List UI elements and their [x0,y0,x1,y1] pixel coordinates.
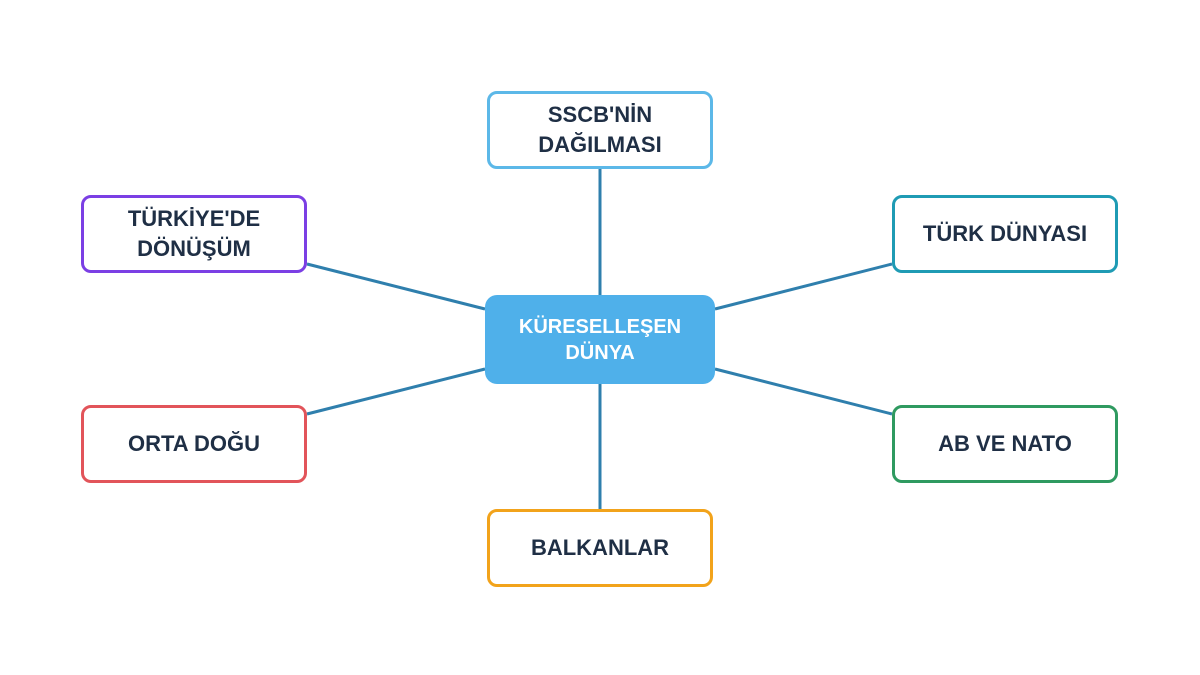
node-orta-dogu[interactable]: ORTA DOĞU [81,405,307,483]
node-label: SSCB'NİN DAĞILMASI [538,102,662,157]
connector-top-left [306,262,486,311]
node-ab-ve-nato[interactable]: AB VE NATO [892,405,1118,483]
node-turkiyede-donusum[interactable]: TÜRKİYE'DE DÖNÜŞÜM [81,195,307,273]
connector-bottom-right [714,367,893,416]
center-node-kuresellesen-dunya[interactable]: KÜRESELLEŞEN DÜNYA [485,295,715,384]
connector-bottom-left [306,367,486,416]
node-balkanlar[interactable]: BALKANLAR [487,509,713,587]
connector-top-right [714,262,893,311]
node-label: AB VE NATO [938,431,1072,456]
node-turk-dunyasi[interactable]: TÜRK DÜNYASI [892,195,1118,273]
node-label: TÜRK DÜNYASI [922,221,1088,246]
center-node-label: KÜRESELLEŞEN DÜNYA [518,315,682,364]
node-label: ORTA DOĞU [128,431,260,456]
node-label: TÜRKİYE'DE DÖNÜŞÜM [127,206,261,261]
node-label: BALKANLAR [530,535,670,560]
node-sscb-dagilmasi[interactable]: SSCB'NİN DAĞILMASI [487,91,713,169]
